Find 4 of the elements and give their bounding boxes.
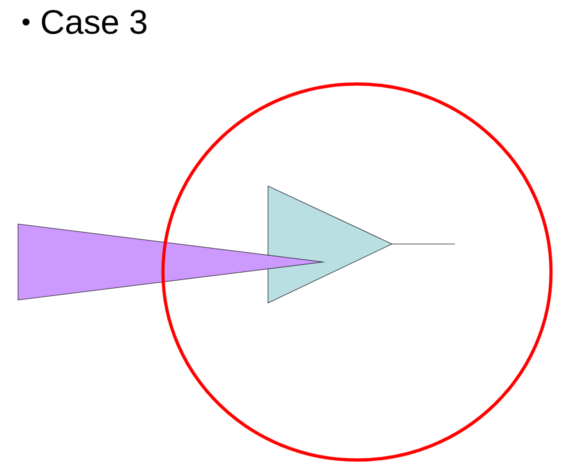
wedge-triangle bbox=[18, 224, 324, 300]
ring-outline bbox=[161, 82, 553, 462]
title: Case 3 bbox=[42, 10, 146, 34]
triangle-drawing bbox=[268, 186, 456, 304]
